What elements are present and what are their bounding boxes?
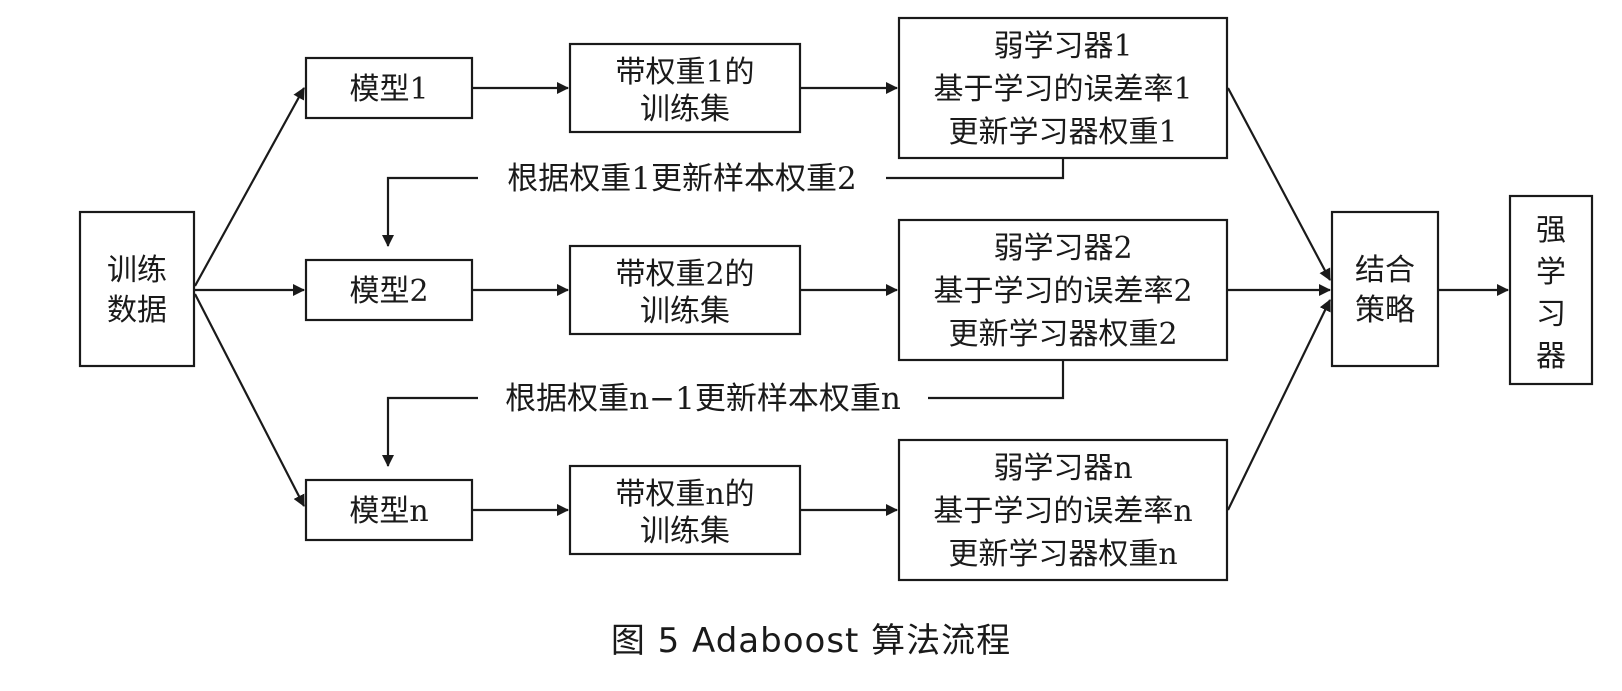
learner-n-line2: 基于学习的误差率n [933, 494, 1192, 529]
learner-2-box [897, 218, 1229, 362]
learner-2-line2: 基于学习的误差率2 [933, 274, 1192, 309]
learner-2-line3: 更新学习器权重2 [948, 317, 1177, 352]
connectors [194, 82, 1509, 516]
feedback-label-n: 根据权重n−1更新样本权重n [505, 381, 901, 417]
row-2: 模型2 带权重2的 训练集 弱学习器2 基于学习的误差率2 更新学习器权重2 [304, 218, 1229, 362]
row-1: 模型1 带权重1的 训练集 弱学习器1 基于学习的误差率1 更新学习器权重1 [304, 16, 1229, 160]
edge-input-modeln [194, 293, 305, 507]
training-set-1-box [568, 42, 802, 134]
learner-1-line2: 基于学习的误差率1 [933, 72, 1192, 107]
input-line1: 训练 [107, 253, 167, 288]
output-node: 强 学 习 器 [1508, 194, 1594, 386]
feedback-label-n-group: 根据权重n−1更新样本权重n [478, 378, 928, 418]
combine-box [1330, 210, 1440, 368]
edge-input-model1 [194, 87, 305, 287]
input-box [78, 210, 196, 368]
model-2-box [304, 258, 474, 322]
training-set-1-line1: 带权重1的 [615, 55, 754, 90]
edge-learner1-combine [1227, 87, 1331, 281]
training-set-n-line1: 带权重n的 [615, 477, 754, 512]
learner-1-box [897, 16, 1229, 160]
training-set-1-line2: 训练集 [640, 92, 730, 127]
combine-line2: 策略 [1355, 293, 1415, 328]
model-n-box [304, 478, 474, 542]
output-char-4: 器 [1536, 339, 1566, 374]
model-1-label: 模型1 [349, 72, 428, 107]
combine-node: 结合 策略 [1330, 210, 1440, 368]
feedback-label-1-group: 根据权重1更新样本权重2 [478, 158, 886, 198]
feedback-label-1: 根据权重1更新样本权重2 [507, 161, 856, 197]
output-char-2: 学 [1536, 255, 1566, 290]
output-box [1508, 194, 1594, 386]
learner-n-line3: 更新学习器权重n [948, 537, 1177, 572]
learner-2-line1: 弱学习器2 [993, 231, 1132, 266]
training-set-2-line2: 训练集 [640, 294, 730, 329]
model-2-label: 模型2 [349, 274, 428, 309]
model-n-label: 模型n [349, 494, 428, 529]
training-set-2-line1: 带权重2的 [615, 257, 754, 292]
training-set-n-box [568, 464, 802, 556]
row-n: 模型n 带权重n的 训练集 弱学习器n 基于学习的误差率n 更新学习器权重n [304, 438, 1229, 582]
learner-n-box [897, 438, 1229, 582]
learner-n-line1: 弱学习器n [993, 451, 1132, 486]
input-line2: 数据 [107, 293, 167, 328]
learner-1-line3: 更新学习器权重1 [948, 115, 1177, 150]
edge-learnern-combine [1227, 299, 1331, 511]
input-node: 训练 数据 [78, 210, 196, 368]
combine-line1: 结合 [1355, 253, 1415, 288]
output-char-1: 强 [1536, 213, 1566, 248]
learner-1-line1: 弱学习器1 [993, 29, 1132, 64]
model-1-box [304, 56, 474, 120]
training-set-n-line2: 训练集 [640, 514, 730, 549]
figure-caption: 图 5 Adaboost 算法流程 [611, 621, 1011, 661]
output-char-3: 习 [1536, 297, 1566, 332]
training-set-2-box [568, 244, 802, 336]
